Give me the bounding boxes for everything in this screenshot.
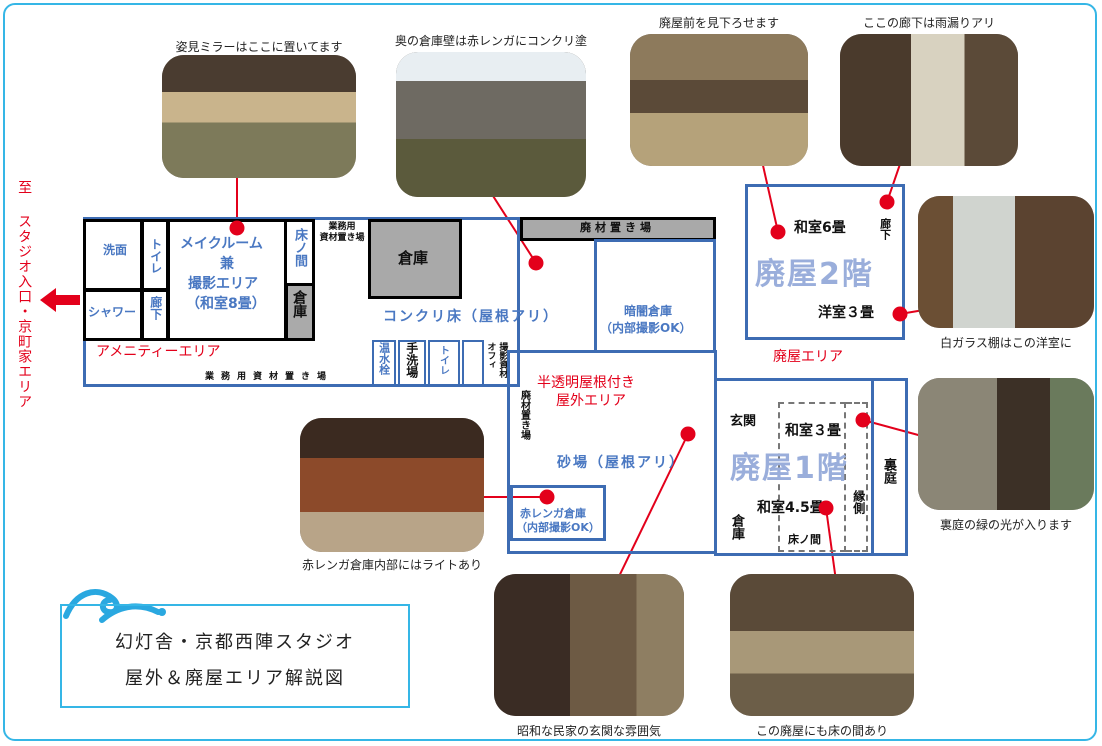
photo-entry-mood bbox=[494, 574, 684, 716]
photo-mirror bbox=[162, 55, 356, 178]
marker-overlook bbox=[770, 224, 786, 240]
marker-leak bbox=[879, 194, 895, 210]
toilet2-label: トイレ bbox=[437, 345, 449, 375]
room-storage-small bbox=[285, 283, 315, 341]
outer-frame bbox=[3, 3, 1097, 741]
floor1-dashed-rooms bbox=[778, 402, 846, 552]
translucent-label-2: 屋外エリア bbox=[556, 393, 626, 409]
office-label-2: 撮影資材 bbox=[497, 342, 508, 378]
floor2-label: 廃屋2階 bbox=[755, 257, 874, 292]
handwash-label: 手洗場 bbox=[404, 342, 419, 378]
genkan-label: 玄関 bbox=[730, 414, 757, 429]
wa3-label: 和室３畳 bbox=[785, 423, 841, 439]
storage1f-label: 倉庫 bbox=[728, 514, 744, 540]
brick-storage-label-1: 赤レンガ倉庫 bbox=[520, 507, 586, 520]
engawa-label: 縁側 bbox=[851, 490, 866, 514]
warehouse-label: 倉庫 bbox=[398, 249, 429, 267]
box-water-tap bbox=[372, 340, 396, 387]
photo-backyard bbox=[918, 378, 1094, 510]
caption-entry-mood: 昭和な民家の玄関な雰囲気 bbox=[516, 724, 661, 738]
line-entry-mood bbox=[609, 433, 689, 596]
marker-backyard bbox=[855, 412, 871, 428]
entrance-arrow-icon bbox=[40, 288, 80, 312]
tokonoma1-label: 床ノ間 bbox=[291, 228, 307, 267]
title-box: 幻灯舎・京都西陣スタジオ 屋外＆廃屋エリア解説図 bbox=[60, 604, 410, 708]
marker-warehouse-wall bbox=[528, 255, 544, 271]
photo-warehouse-wall bbox=[396, 52, 586, 197]
caption-mirror: 姿見ミラーはここに置いてます bbox=[175, 40, 343, 54]
yo3-label: 洋室３畳 bbox=[818, 305, 874, 321]
makeup-label-4: （和室8畳） bbox=[186, 296, 266, 312]
scrap-vert-label: 廃材置き場 bbox=[518, 390, 530, 440]
engawa-dashed bbox=[846, 402, 868, 552]
dark-storage-label-1: 暗闇倉庫 bbox=[624, 304, 673, 318]
caption-leak: ここの廊下は雨漏りアリ bbox=[862, 16, 995, 30]
amenity-label: アメニティーエリア bbox=[96, 344, 221, 360]
brick-storage-label-2: （内部撮影OK） bbox=[516, 521, 600, 534]
room-warehouse bbox=[368, 219, 462, 299]
tokonoma2-label: 床ノ間 bbox=[788, 533, 821, 546]
translucent-label-1: 半透明屋根付き bbox=[537, 375, 635, 391]
makeup-label-2: 兼 bbox=[220, 256, 234, 272]
biz-material-2: 資材置き場 bbox=[319, 233, 365, 243]
storage-small-label: 倉庫 bbox=[291, 290, 308, 318]
caption-warehouse-wall: 奥の倉庫壁は赤レンガにコンクリ塗 bbox=[394, 34, 587, 48]
office-label-1: オフィ bbox=[485, 342, 496, 369]
toilet1-label: トイレ bbox=[148, 238, 163, 274]
box-office bbox=[462, 340, 484, 387]
marker-brick-inside bbox=[539, 489, 555, 505]
marker-entry-mood bbox=[680, 426, 696, 442]
box-toilet2 bbox=[428, 340, 460, 387]
caption-glass-shelf: 白ガラス棚はこの洋室に bbox=[940, 336, 1072, 350]
caption-brick-inside: 赤レンガ倉庫内部にはライトあり bbox=[301, 558, 482, 572]
photo-leak bbox=[840, 34, 1018, 166]
title-line1: 幻灯舎・京都西陣スタジオ bbox=[115, 632, 355, 653]
photo-glass-shelf bbox=[918, 196, 1094, 328]
box-handwash bbox=[398, 340, 426, 387]
backyard-label: 裏庭 bbox=[880, 458, 896, 484]
photo-tokonoma bbox=[730, 574, 914, 716]
shower-label: シャワー bbox=[88, 305, 137, 319]
washroom-label: 洗面 bbox=[103, 243, 128, 257]
marker-glass-shelf bbox=[892, 306, 908, 322]
haioku-area-label: 廃屋エリア bbox=[773, 349, 843, 365]
room-makeup bbox=[167, 219, 287, 341]
hall1-label: 廊下 bbox=[148, 296, 163, 320]
entrance-prefix: 至 bbox=[16, 180, 33, 194]
biz-material-1: 業務用 bbox=[328, 222, 356, 232]
makeup-label-1: メイクルーム bbox=[180, 236, 263, 252]
biz-material-long: 業務用資材置き場 bbox=[205, 372, 334, 382]
caption-tokonoma: この廃屋にも床の間あり bbox=[755, 724, 888, 738]
sand-area-label: 砂場（屋根アリ） bbox=[557, 455, 685, 471]
caption-overlook: 廃屋前を見下ろせます bbox=[658, 16, 779, 30]
wa6-label: 和室6畳 bbox=[794, 220, 846, 236]
dark-storage-label-2: （内部撮影OK） bbox=[600, 321, 692, 335]
caption-backyard: 裏庭の緑の光が入ります bbox=[939, 518, 1072, 532]
photo-brick-inside bbox=[300, 418, 484, 552]
makeup-label-3: 撮影エリア bbox=[188, 276, 258, 292]
title-line2: 屋外＆廃屋エリア解説図 bbox=[125, 668, 345, 689]
room-brick-storage bbox=[510, 485, 606, 541]
floor1-label: 廃屋1階 bbox=[730, 451, 849, 486]
scrap-top-label: 廃材置き場 bbox=[580, 221, 655, 234]
floor2-outline bbox=[745, 184, 905, 340]
marker-tokonoma bbox=[818, 500, 834, 516]
hall2-label: 廊下 bbox=[878, 218, 892, 240]
wa45-label: 和室4.5畳 bbox=[757, 500, 824, 516]
photo-overlook bbox=[630, 34, 808, 166]
marker-mirror bbox=[229, 220, 245, 236]
water-tap-label: 温水栓 bbox=[377, 342, 391, 375]
entrance-text: スタジオ入口・京町家エリア bbox=[16, 214, 33, 409]
concrete-floor-label: コンクリ床（屋根アリ） bbox=[383, 309, 559, 325]
room-dark-storage bbox=[594, 239, 716, 353]
floor1-inner bbox=[714, 378, 874, 556]
